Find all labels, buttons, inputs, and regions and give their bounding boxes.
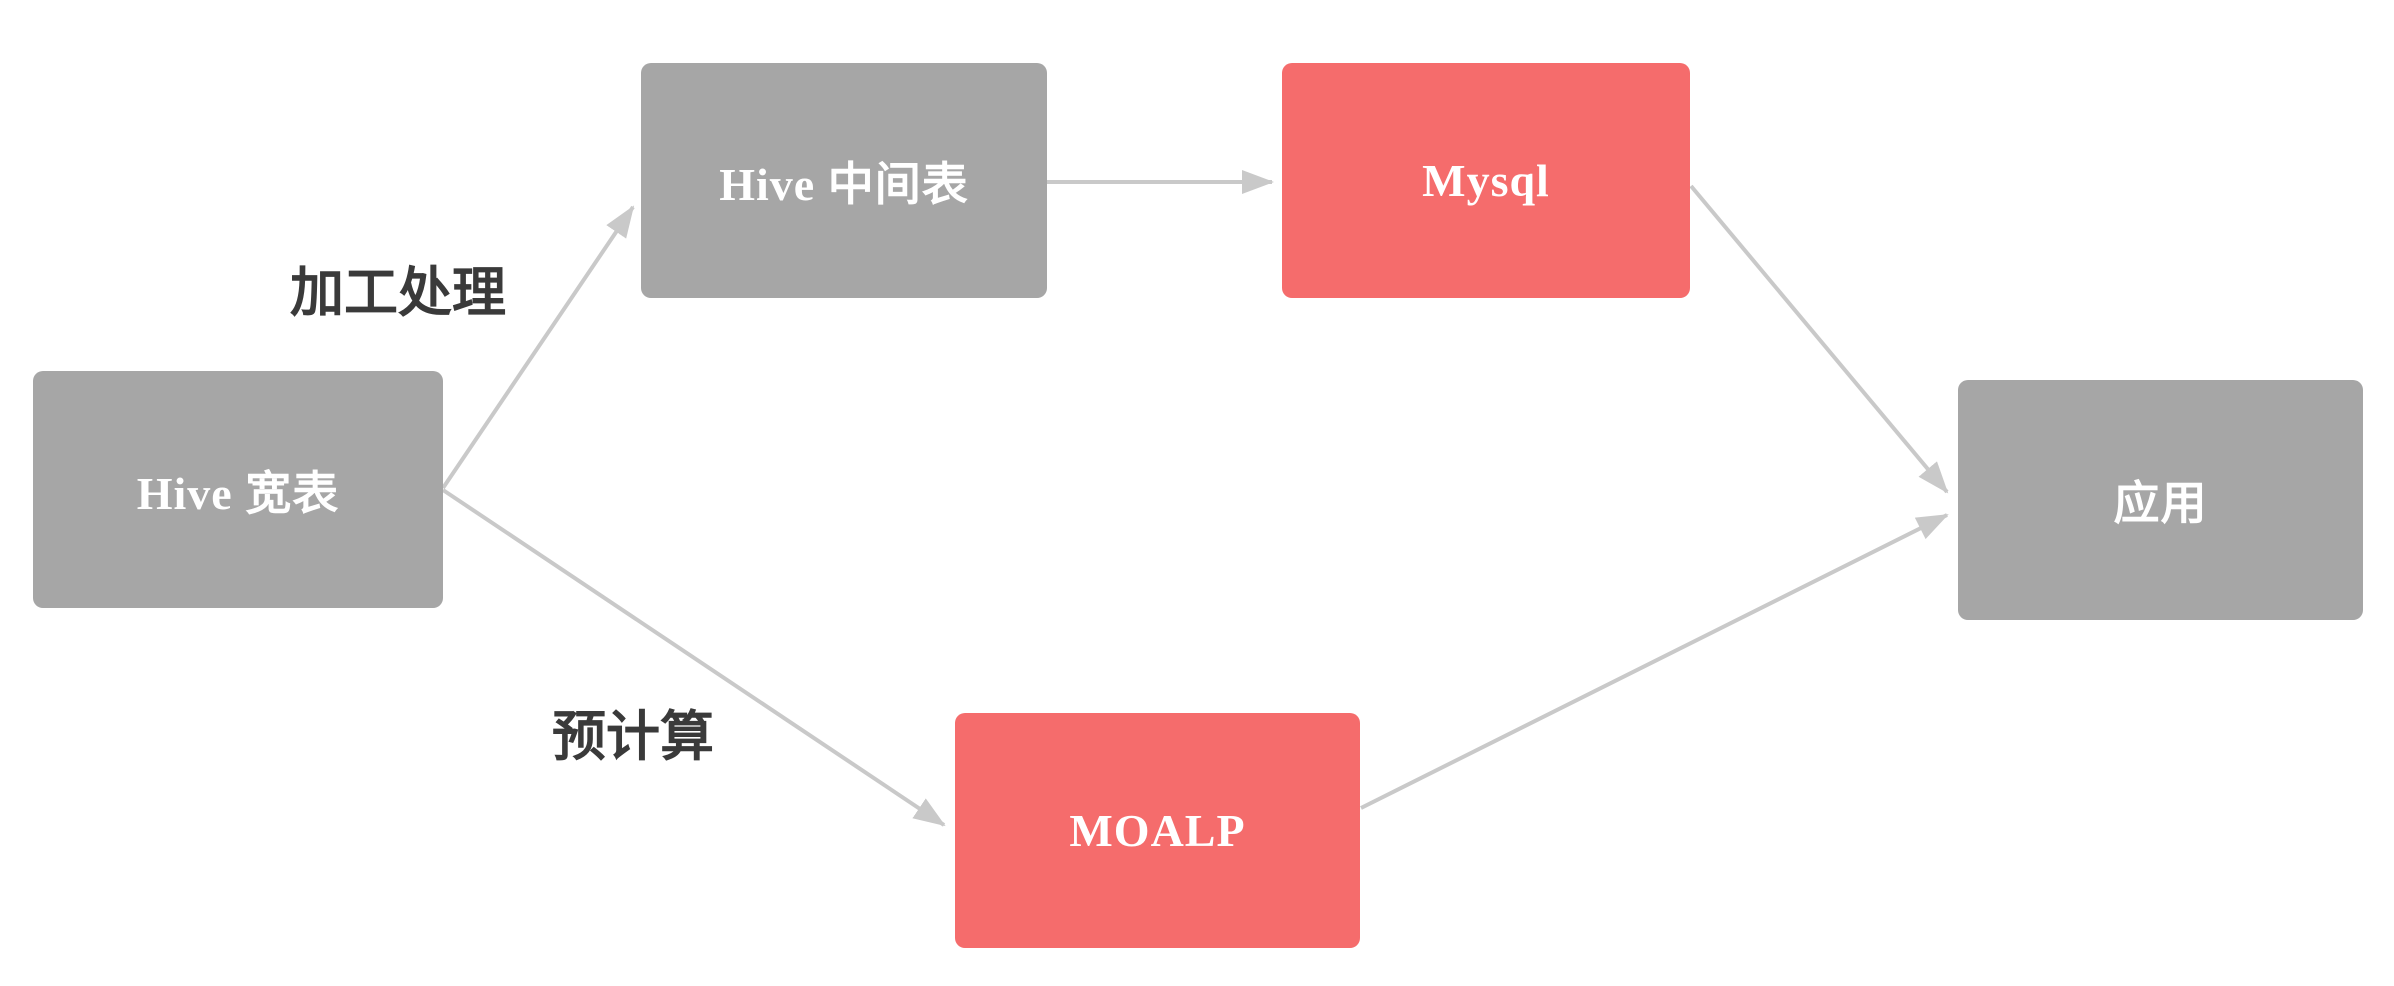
edge-wide-to-moalp [441,488,946,827]
edge-moalp-to-application [1360,513,1949,810]
node-moalp: MOALP [955,713,1360,948]
node-application: 应用 [1958,380,2363,620]
edge-wide-to-intermediate [441,205,635,490]
node-moalp-label: MOALP [1069,805,1246,856]
edge-mysql-to-application [1689,184,1949,494]
node-hive-wide-table: Hive 宽表 [33,371,443,608]
edge-label-precompute: 预计算 [552,707,714,767]
node-hive-intermediate-table: Hive 中间表 [641,63,1047,298]
node-mysql: Mysql [1282,63,1690,298]
node-mysql-label: Mysql [1422,155,1550,206]
node-hive-intermediate-table-label: Hive 中间表 [719,158,969,210]
node-application-label: 应用 [2113,478,2208,529]
edge-label-processing: 加工处理 [290,263,506,323]
node-hive-wide-table-label: Hive 宽表 [136,467,340,519]
